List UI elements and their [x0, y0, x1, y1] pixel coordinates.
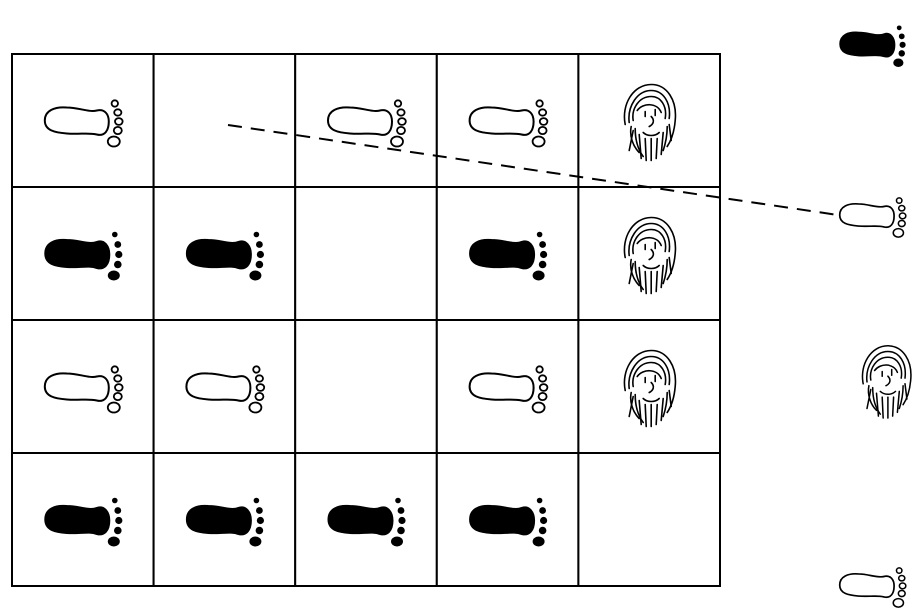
board-cell-r1-c2[interactable] [154, 54, 296, 187]
option-a[interactable] [840, 25, 906, 66]
option-c[interactable] [862, 346, 910, 418]
board-cell-r2-c3[interactable] [295, 187, 437, 320]
board-cell-r4-c5[interactable] [578, 453, 720, 586]
option-a-black-footprint-icon [840, 25, 906, 66]
board-cell-r2-c5[interactable] [578, 187, 720, 320]
option-d[interactable] [840, 568, 906, 607]
option-b[interactable] [840, 198, 906, 237]
answer-options [840, 25, 911, 607]
option-d-white-footprint-icon [840, 568, 906, 607]
option-c-bearded-face-icon [862, 346, 910, 418]
board-cell-r3-c3[interactable] [295, 320, 437, 453]
option-b-white-footprint-icon [840, 198, 906, 237]
board-cell-r1-c5[interactable] [578, 54, 720, 187]
board-cell-r3-c5[interactable] [578, 320, 720, 453]
